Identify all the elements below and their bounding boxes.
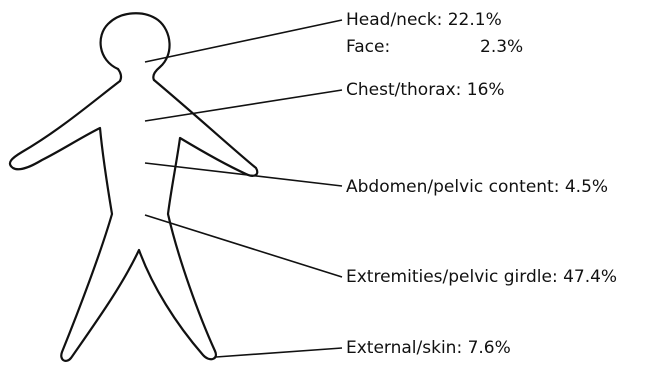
label-head-neck: Head/neck: 22.1% <box>346 10 502 30</box>
pointer-line-external <box>216 348 342 357</box>
pointer-line-head-neck <box>145 20 342 62</box>
figure-neck-left <box>118 69 121 81</box>
pointer-line-chest <box>145 90 342 121</box>
label-face-value: 2.3% <box>480 37 523 57</box>
label-external-skin: External/skin: 7.6% <box>346 338 511 358</box>
label-face: Face: <box>346 37 390 57</box>
label-chest-thorax: Chest/thorax: 16% <box>346 80 505 100</box>
figure-body-outline <box>10 80 257 361</box>
label-extremities-pelvic-girdle: Extremities/pelvic girdle: 47.4% <box>346 267 617 287</box>
figure-head-outline <box>101 13 170 80</box>
label-abdomen-pelvic-content: Abdomen/pelvic content: 4.5% <box>346 177 608 197</box>
pointer-line-extremities <box>145 215 342 277</box>
